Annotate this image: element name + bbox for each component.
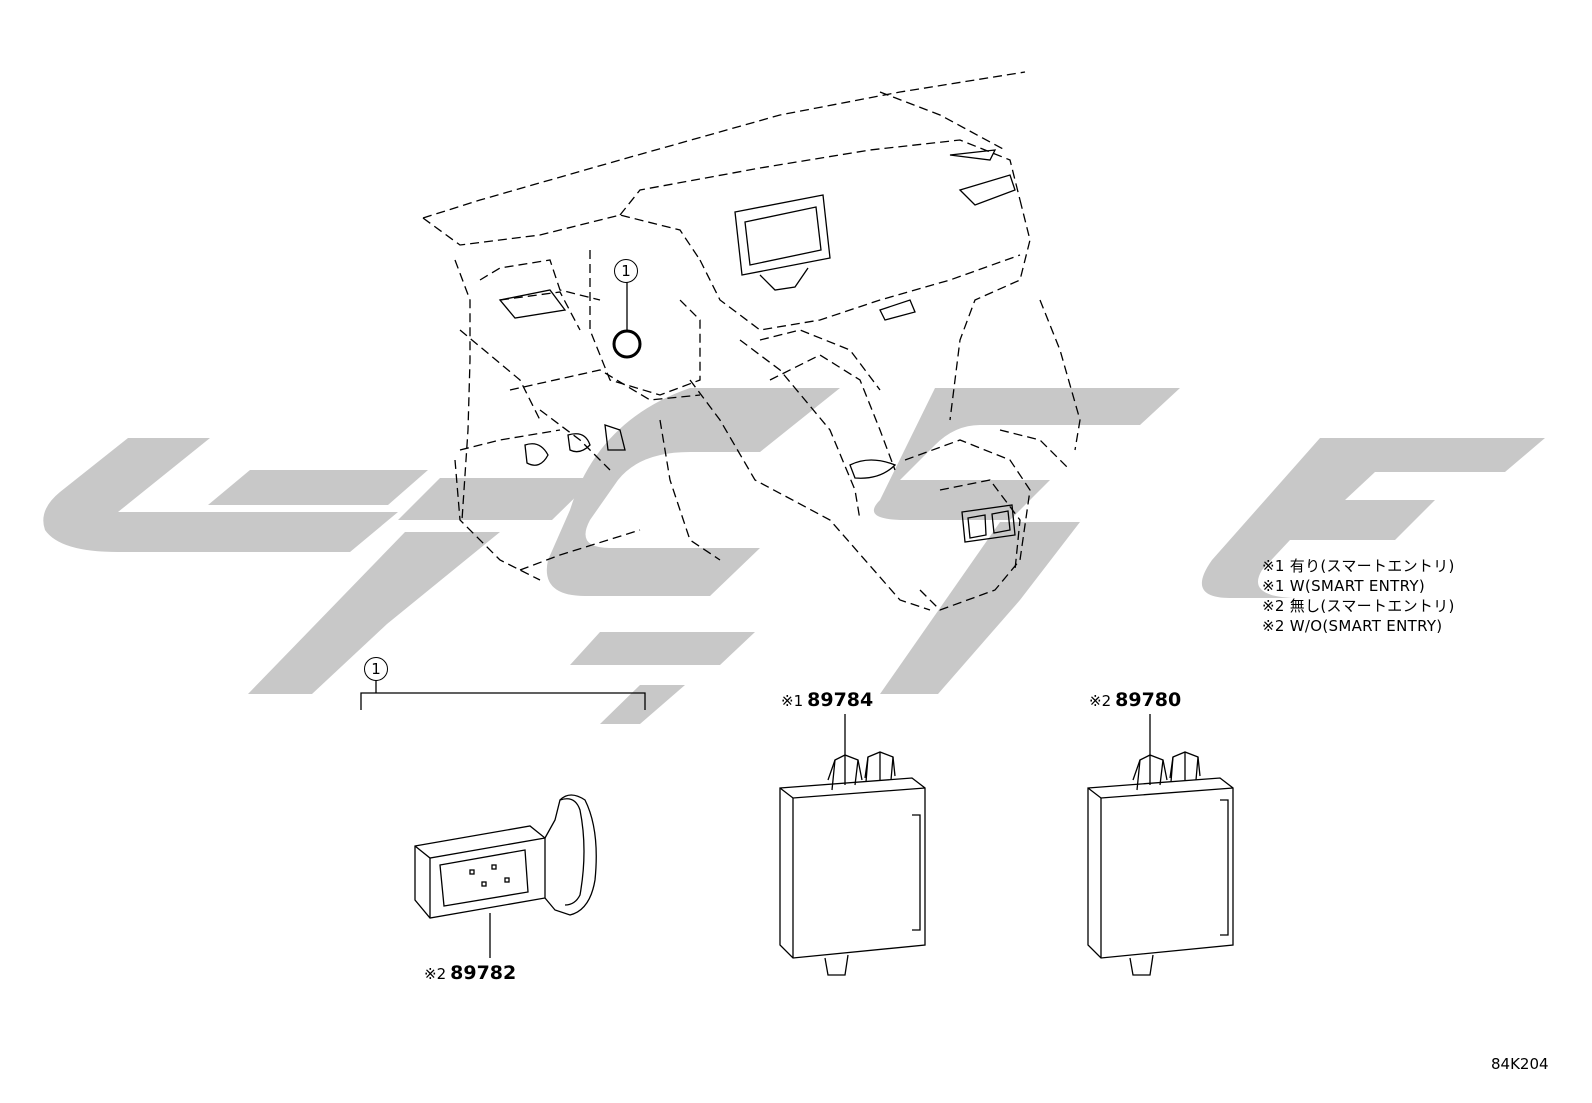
part-mark: ※2: [424, 965, 447, 983]
part-number: 89780: [1115, 689, 1182, 711]
part-mark: ※1: [781, 692, 804, 710]
part-number: 89784: [807, 689, 874, 711]
legend-line-2: ※1 W(SMART ENTRY): [1262, 577, 1425, 595]
legend-line-4: ※2 W/O(SMART ENTRY): [1262, 617, 1443, 635]
dashboard-solid-lines: [498, 149, 1016, 543]
callout-bracket: [360, 680, 646, 710]
part-ecu-89784: [779, 714, 926, 976]
part-mark: ※2: [1089, 692, 1112, 710]
dashboard-illustration: [422, 71, 1081, 611]
watermark-logo: [43, 388, 1545, 724]
part-ecu-89780: [1087, 714, 1234, 976]
callout-1-dashboard: 1: [614, 259, 638, 283]
legend-line-1: ※1 有り(スマートエントリ): [1262, 557, 1455, 575]
part-push-switch-89782: [414, 794, 597, 958]
part-number: 89782: [450, 962, 517, 984]
legend-line-3: ※2 無し(スマートエントリ): [1262, 597, 1455, 615]
callout-1-group: 1: [364, 657, 388, 681]
legend: ※1 有り(スマートエントリ) ※1 W(SMART ENTRY) ※2 無し(…: [1262, 556, 1455, 636]
diagram-code: 84K204: [1491, 1055, 1549, 1073]
